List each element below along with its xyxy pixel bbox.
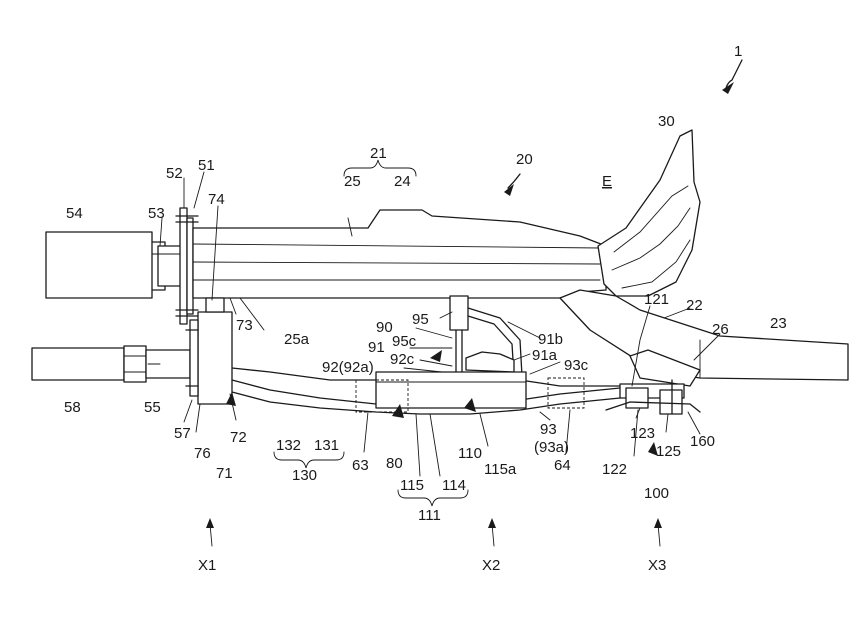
label-92-92a: 92(92a) <box>322 359 374 376</box>
label-95: 95 <box>412 311 429 328</box>
part-51-52-flange <box>175 207 199 325</box>
braces <box>273 159 469 507</box>
part-22-arm <box>559 289 849 381</box>
label-X1: X1 <box>198 557 216 574</box>
label-72: 72 <box>230 429 247 446</box>
label-57: 57 <box>174 425 191 442</box>
leader-lines <box>147 171 721 477</box>
label-24: 24 <box>394 173 411 190</box>
label-55: 55 <box>144 399 161 416</box>
label-92c: 92c <box>390 351 415 368</box>
label-121: 121 <box>644 291 669 308</box>
label-110: 110 <box>458 445 482 462</box>
label-76: 76 <box>194 445 211 462</box>
part-58-cylinder <box>31 345 191 383</box>
label-91a: 91a <box>532 347 558 364</box>
label-73: 73 <box>236 317 253 334</box>
label-E: E <box>602 173 612 190</box>
label-160: 160 <box>690 433 715 450</box>
label-125: 125 <box>656 443 681 460</box>
part-26-pad <box>629 349 701 387</box>
label-51: 51 <box>198 157 215 174</box>
part-76-block <box>185 297 233 405</box>
part-21-main-body <box>192 209 607 299</box>
label-58: 58 <box>64 399 81 416</box>
label-122: 122 <box>602 461 627 478</box>
label-93c: 93c <box>564 357 589 374</box>
label-132: 132 <box>276 437 301 454</box>
label-93: 93 <box>540 421 557 438</box>
label-53: 53 <box>148 205 165 222</box>
label-95c: 95c <box>392 333 417 350</box>
dashed-regions <box>355 377 585 413</box>
label-93a: (93a) <box>534 439 569 456</box>
part-30-plate <box>597 129 701 297</box>
part-54-cylinder <box>45 231 183 299</box>
label-52: 52 <box>166 165 183 182</box>
part-95-91-links <box>449 295 523 377</box>
label-54: 54 <box>66 205 83 222</box>
label-90: 90 <box>376 319 393 336</box>
label-100: 100 <box>644 485 669 502</box>
label-63: 63 <box>352 457 369 474</box>
label-22: 22 <box>686 297 703 314</box>
label-X2: X2 <box>482 557 500 574</box>
label-X3: X3 <box>648 557 666 574</box>
label-91: 91 <box>368 339 385 356</box>
label-91b: 91b <box>538 331 563 348</box>
label-25a: 25a <box>284 331 310 348</box>
label-123: 123 <box>630 425 655 442</box>
label-23: 23 <box>770 315 787 332</box>
label-111: 111 <box>418 507 441 524</box>
part-100-hub <box>605 379 701 415</box>
label-30: 30 <box>658 113 675 130</box>
label-115a: 115a <box>484 461 517 478</box>
label-114: 114 <box>442 477 466 494</box>
arrows <box>206 59 743 547</box>
label-26: 26 <box>712 321 729 338</box>
label-21: 21 <box>370 145 387 162</box>
label-74: 74 <box>208 191 225 208</box>
part-110-beam <box>375 371 527 409</box>
label-25: 25 <box>344 173 361 190</box>
label-20: 20 <box>516 151 533 168</box>
label-115: 115 <box>400 477 424 494</box>
label-1: 1 <box>734 43 742 60</box>
label-131: 131 <box>314 437 339 454</box>
label-80: 80 <box>386 455 403 472</box>
label-64: 64 <box>554 457 571 474</box>
reference-labels: 1 30 20 E 21 25 24 52 51 54 53 74 73 25a… <box>64 43 787 574</box>
label-130: 130 <box>292 467 317 484</box>
label-71: 71 <box>216 465 233 482</box>
